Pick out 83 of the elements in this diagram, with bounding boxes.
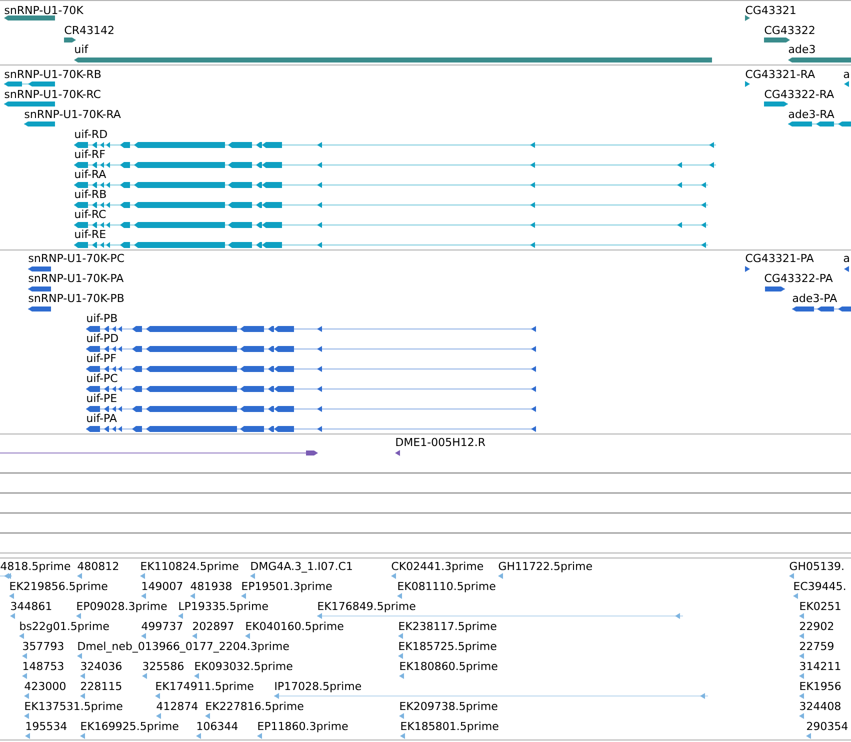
feature-label: 481938 (190, 582, 232, 590)
feature-label: EP19501.3prime (242, 582, 332, 592)
feature-label: EK1956 (800, 682, 841, 690)
feature-label: 423000 (24, 682, 66, 690)
feature-label: EK180860.5prime (400, 662, 498, 672)
feature-label: uif-RC (75, 210, 106, 218)
feature-label: CG43321 (746, 6, 796, 14)
feature-label: LP19335.5prime (179, 602, 268, 612)
feature-label: snRNP-U1-70K-PA (28, 274, 124, 282)
feature-label: GH11722.5prime (498, 562, 592, 572)
feature-label: EK209738.5prime (400, 702, 498, 712)
feature-label: EK219856.5prime (10, 582, 108, 592)
feature-label: EK0251 (800, 602, 840, 610)
feature-label: IP17028.5prime (275, 682, 362, 692)
feature-label: 324408 (800, 702, 840, 710)
feature-label: uif (75, 44, 88, 54)
feature-label: 357793 (23, 642, 64, 650)
feature-label: uif-RF (75, 150, 105, 158)
feature-label: uif-PC (87, 374, 118, 382)
feature-label: uif-PE (87, 394, 116, 402)
feature-label: uif-RD (75, 130, 107, 138)
feature-label: EK185725.5prime (399, 642, 496, 652)
feature-label: ade3-PA (792, 294, 838, 302)
feature-label: uif-PD (87, 334, 118, 342)
feature-label: EK174911.5prime (156, 682, 254, 692)
feature-label: Dmel_neb_013966_0177_2204.3prime (78, 642, 289, 653)
feature-label: CG43322-PA (764, 274, 833, 282)
feature-label: CG43321-PA (746, 254, 814, 262)
feature-label: CG43322 (764, 26, 814, 34)
feature-label: snRNP-U1-70K-PC (28, 254, 124, 262)
feature-label: 228115 (81, 682, 122, 690)
feature-label: CK02441.3prime (392, 562, 484, 572)
feature-label: CG43322-RA (764, 90, 834, 98)
feature-label: CG43321-RA (746, 70, 815, 78)
feature-label: 22759 (800, 642, 834, 650)
feature-label: a (844, 256, 849, 262)
feature-label: ade3 (788, 44, 815, 54)
feature-label: snRNP-U1-70K (4, 6, 84, 14)
feature-label: snRNP-U1-70K-PB (28, 294, 124, 302)
feature-label: 412874 (156, 702, 198, 710)
feature-label: snRNP-U1-70K-RA (24, 110, 121, 118)
feature-label: EK040160.5prime (246, 622, 344, 632)
feature-label: EK093032.5prime (195, 662, 292, 672)
feature-label: GH05139. (790, 562, 844, 570)
feature-label: EP09028.3prime (77, 602, 167, 612)
feature-label: ade3-RA (788, 110, 834, 118)
feature-label: DMG4A.3_1.I07.C1 (251, 562, 352, 573)
feature-label: 195534 (26, 722, 67, 730)
feature-label: EC39445. (794, 582, 846, 590)
feature-label: 314211 (800, 662, 840, 670)
feature-label: snRNP-U1-70K-RC (4, 90, 100, 98)
feature-label: EP11860.3prime (258, 722, 348, 732)
feature-label: EK238117.5prime (399, 622, 496, 632)
feature-label: EK169925.5prime (81, 722, 178, 732)
feature-label: uif-PA (87, 414, 117, 422)
feature-label: 149007 (142, 582, 182, 590)
feature-label: bs22g01.5prime (20, 622, 109, 632)
feature-label: uif-RB (75, 190, 106, 198)
feature-label: 499737 (142, 622, 182, 630)
feature-label: 325586 (143, 662, 184, 670)
feature-label: DME1-005H12.R (396, 438, 486, 446)
feature-label: a (844, 72, 849, 78)
feature-label: EK081110.5prime (398, 582, 496, 592)
feature-label: uif-RE (75, 230, 106, 238)
feature-label: EK227816.5prime (206, 702, 304, 712)
feature-label: EK110824.5prime (141, 562, 238, 572)
feature-label: CR43142 (64, 26, 114, 34)
feature-label: EK185801.5prime (401, 722, 498, 732)
feature-label: 106344 (197, 722, 238, 730)
feature-label: snRNP-U1-70K-RB (4, 70, 101, 78)
feature-label: 324036 (81, 662, 122, 670)
feature-label: EK176849.5prime (318, 602, 416, 612)
feature-label: 4818.5prime (0, 562, 70, 572)
feature-label: 148753 (23, 662, 64, 670)
feature-label: 290354 (807, 722, 848, 730)
feature-label: uif-PF (87, 354, 116, 362)
feature-label: EK137531.5prime (25, 702, 122, 712)
feature-label: 202897 (193, 622, 234, 630)
feature-label: uif-RA (75, 170, 106, 178)
feature-label: 344861 (11, 602, 52, 610)
feature-label: uif-PB (87, 314, 117, 322)
feature-label: 480812 (78, 562, 118, 570)
feature-label: 22902 (800, 622, 834, 630)
